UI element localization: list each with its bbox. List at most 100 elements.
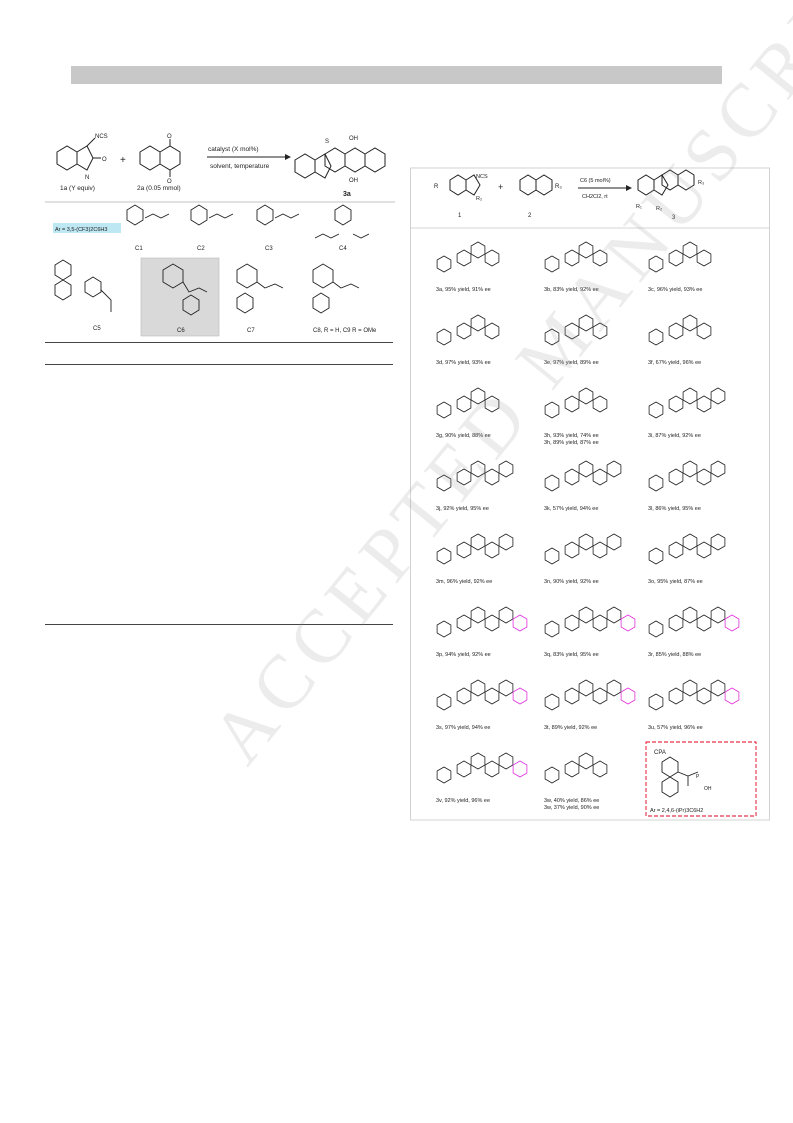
ring: [648, 693, 664, 711]
svg-text:R₂: R₂: [656, 206, 662, 212]
ring: [456, 322, 472, 340]
ring: [648, 620, 664, 638]
ring: [484, 395, 500, 413]
ring: [544, 474, 560, 492]
ring: [456, 687, 472, 705]
reagent-1a-label: 1a (Y equiv): [60, 185, 95, 192]
ring: [436, 766, 452, 784]
ring: [668, 614, 684, 632]
ring: [436, 328, 452, 346]
ring: [470, 314, 486, 332]
product-structure: [544, 241, 608, 273]
product-label: 3a, 95% yield, 91% ee: [436, 287, 491, 293]
ring: [484, 322, 500, 340]
ring: [592, 395, 608, 413]
ring: [592, 614, 608, 632]
ring: [648, 328, 664, 346]
ring: [620, 614, 636, 632]
catalyst-C6-highlight: [140, 257, 220, 337]
ring: [682, 533, 698, 551]
catalyst-C8-C9: C8, R = H, C9 R = OMe: [313, 328, 377, 334]
product-label: 3c, 96% yield, 93% ee: [648, 287, 702, 293]
cpa-structure: [661, 756, 699, 798]
ring: [606, 679, 622, 697]
svg-text:OH: OH: [704, 786, 712, 792]
product-label: 3k, 57% yield, 94% ee: [544, 506, 598, 512]
ring: [710, 533, 726, 551]
svg-text:+: +: [120, 155, 126, 166]
ring: [484, 249, 500, 267]
ring: [682, 314, 698, 332]
ring: [456, 395, 472, 413]
ring: [578, 314, 594, 332]
product-label: 3o, 95% yield, 87% ee: [648, 579, 703, 585]
ring: [710, 460, 726, 478]
ring: [544, 401, 560, 419]
product-structure: [436, 387, 500, 419]
product-structure: [648, 314, 712, 346]
ring: [470, 241, 486, 259]
ar-definition-box: [53, 223, 121, 233]
catalyst-C2: C2: [197, 246, 205, 252]
ring: [592, 322, 608, 340]
ring: [456, 760, 472, 778]
ring: [484, 614, 500, 632]
catalyst-C4: C4: [339, 246, 347, 252]
product-structure: [544, 314, 608, 346]
product-structure: [544, 752, 608, 784]
ring: [564, 249, 580, 267]
ring: [668, 468, 684, 486]
ring: [606, 533, 622, 551]
ring: [544, 255, 560, 273]
ring: [544, 328, 560, 346]
product-label: 3e, 97% yield, 89% ee: [544, 360, 599, 366]
ring: [544, 547, 560, 565]
ring: [578, 752, 594, 770]
ring: [710, 679, 726, 697]
ring: [696, 541, 712, 559]
ring: [578, 460, 594, 478]
scheme2-reactant2-label: 2: [528, 213, 532, 219]
ring: [436, 474, 452, 492]
product-label: 3h, 93% yield, 74% ee: [544, 433, 599, 439]
cpa-ar-label: Ar = 2,4,6-(iPr)3C6H2: [650, 808, 703, 814]
svg-text:R₃: R₃: [555, 184, 562, 190]
ring: [484, 760, 500, 778]
ring: [578, 533, 594, 551]
ring: [498, 679, 514, 697]
svg-text:+: +: [498, 182, 503, 192]
cpa-label: CPA: [654, 750, 666, 756]
product-structure: [648, 387, 726, 419]
scheme1-panel: NCS O N 1a (Y equiv) + O O 2a (0.05 mmol…: [45, 130, 395, 345]
svg-text:O: O: [167, 179, 172, 185]
product-label: 3l, 86% yield, 95% ee: [648, 506, 701, 512]
ring: [436, 547, 452, 565]
product-structure: [544, 387, 608, 419]
ring: [436, 620, 452, 638]
ring: [682, 241, 698, 259]
ring: [724, 687, 740, 705]
ring: [470, 460, 486, 478]
ring: [696, 249, 712, 267]
product-label: 3p, 94% yield, 92% ee: [436, 652, 491, 658]
ring: [456, 541, 472, 559]
ring: [696, 322, 712, 340]
ring: [648, 474, 664, 492]
product-label: 3f, 67% yield, 96% ee: [648, 360, 701, 366]
reagent-2a-label: 2a (0.05 mmol): [137, 185, 181, 192]
ring: [668, 541, 684, 559]
product-structure: [648, 533, 726, 565]
ring: [564, 760, 580, 778]
ring: [710, 606, 726, 624]
svg-text:R₂: R₂: [476, 196, 482, 202]
product-label: 3n, 90% yield, 92% ee: [544, 579, 599, 585]
svg-text:O: O: [167, 134, 172, 140]
ring: [498, 460, 514, 478]
table-rule-top: [45, 342, 393, 343]
ring: [648, 255, 664, 273]
ring: [470, 533, 486, 551]
scheme1-arrow-bottom: solvent, temperature: [210, 163, 270, 170]
product-label-second: 3h, 89% yield, 87% ee: [544, 440, 599, 446]
ring: [544, 693, 560, 711]
svg-text:NCS: NCS: [476, 174, 488, 180]
